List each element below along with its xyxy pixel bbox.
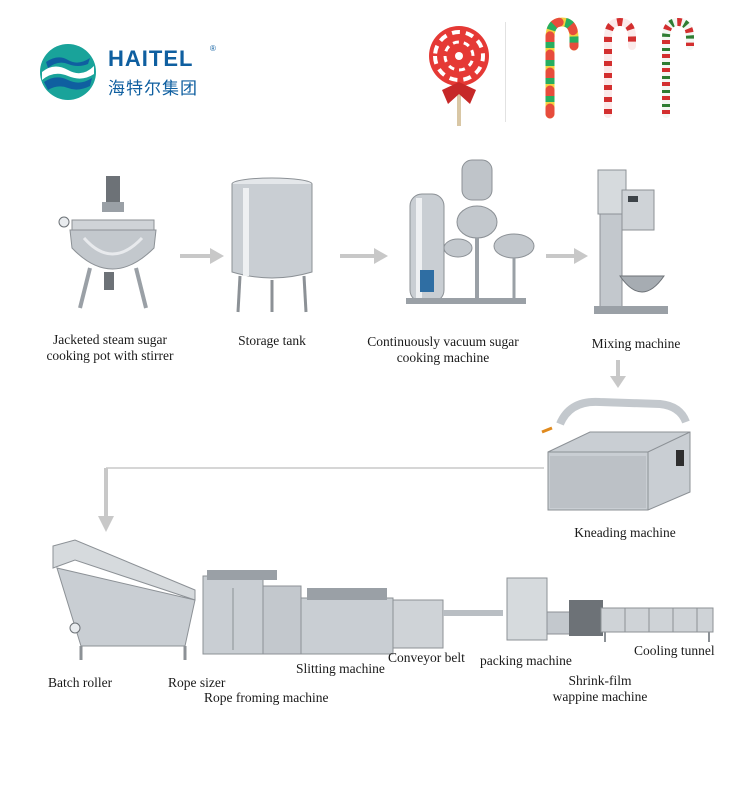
company-logo: HAITEL ® 海特尔集团 [38,42,238,102]
divider [505,22,506,122]
label-line: cooking machine [396,350,490,365]
label-cooling-tunnel: Cooling tunnel [634,643,715,658]
label-line: Mixing machine [591,336,681,351]
registered-mark: ® [210,44,216,53]
label-slitting-machine: Slitting machine [296,661,385,676]
label-batch-roller: Batch roller [48,675,113,690]
label-line: Continuously vacuum sugar [367,334,519,349]
kneading-machine-image [541,397,691,511]
storage-tank-image [231,177,313,313]
arrow-down-icon [610,360,626,388]
step-label-mixing-machine: Mixing machine [580,336,692,352]
candy-cane-rainbow-image [545,17,579,119]
label-line: wappine machine [552,689,648,704]
step-label-storage-tank: Storage tank [222,333,322,349]
mixing-machine-image [594,169,668,314]
arrow-right-icon [340,248,388,264]
label-rope-forming-machine: Rope froming machine [204,690,329,705]
label-line: Kneading machine [574,525,676,540]
label-conveyor-belt: Conveyor belt [388,650,465,665]
arrow-right-icon [180,248,224,264]
label-line: cooking pot with stirrer [46,348,174,363]
step-label-cooking-pot: Jacketed steam sugar cooking pot with st… [30,332,190,364]
candy-cane-striped-image [662,17,694,118]
flow-connector-line [98,467,544,532]
label-packing-machine: packing machine [480,653,572,668]
vacuum-sugar-cooker-image [406,159,535,304]
label-line: Shrink-film [568,673,632,688]
lollipop-image [429,26,489,126]
label-line: Storage tank [238,333,306,348]
candy-cane-red-image [604,17,636,118]
brand-chinese-name: 海特尔集团 [108,79,198,98]
label-line: Jacketed steam sugar [53,332,167,347]
label-shrink-film-machine: Shrink-film wappine machine [540,673,660,705]
production-line-image [52,539,714,660]
label-rope-sizer: Rope sizer [168,675,226,690]
brand-name: HAITEL [108,46,194,71]
arrow-right-icon [546,248,588,264]
step-label-vacuum-cooker: Continuously vacuum sugar cooking machin… [354,334,532,366]
step-label-kneading-machine: Kneading machine [560,525,690,541]
haitel-emblem-icon [40,44,96,100]
jacketed-cooking-pot-image [58,176,157,309]
